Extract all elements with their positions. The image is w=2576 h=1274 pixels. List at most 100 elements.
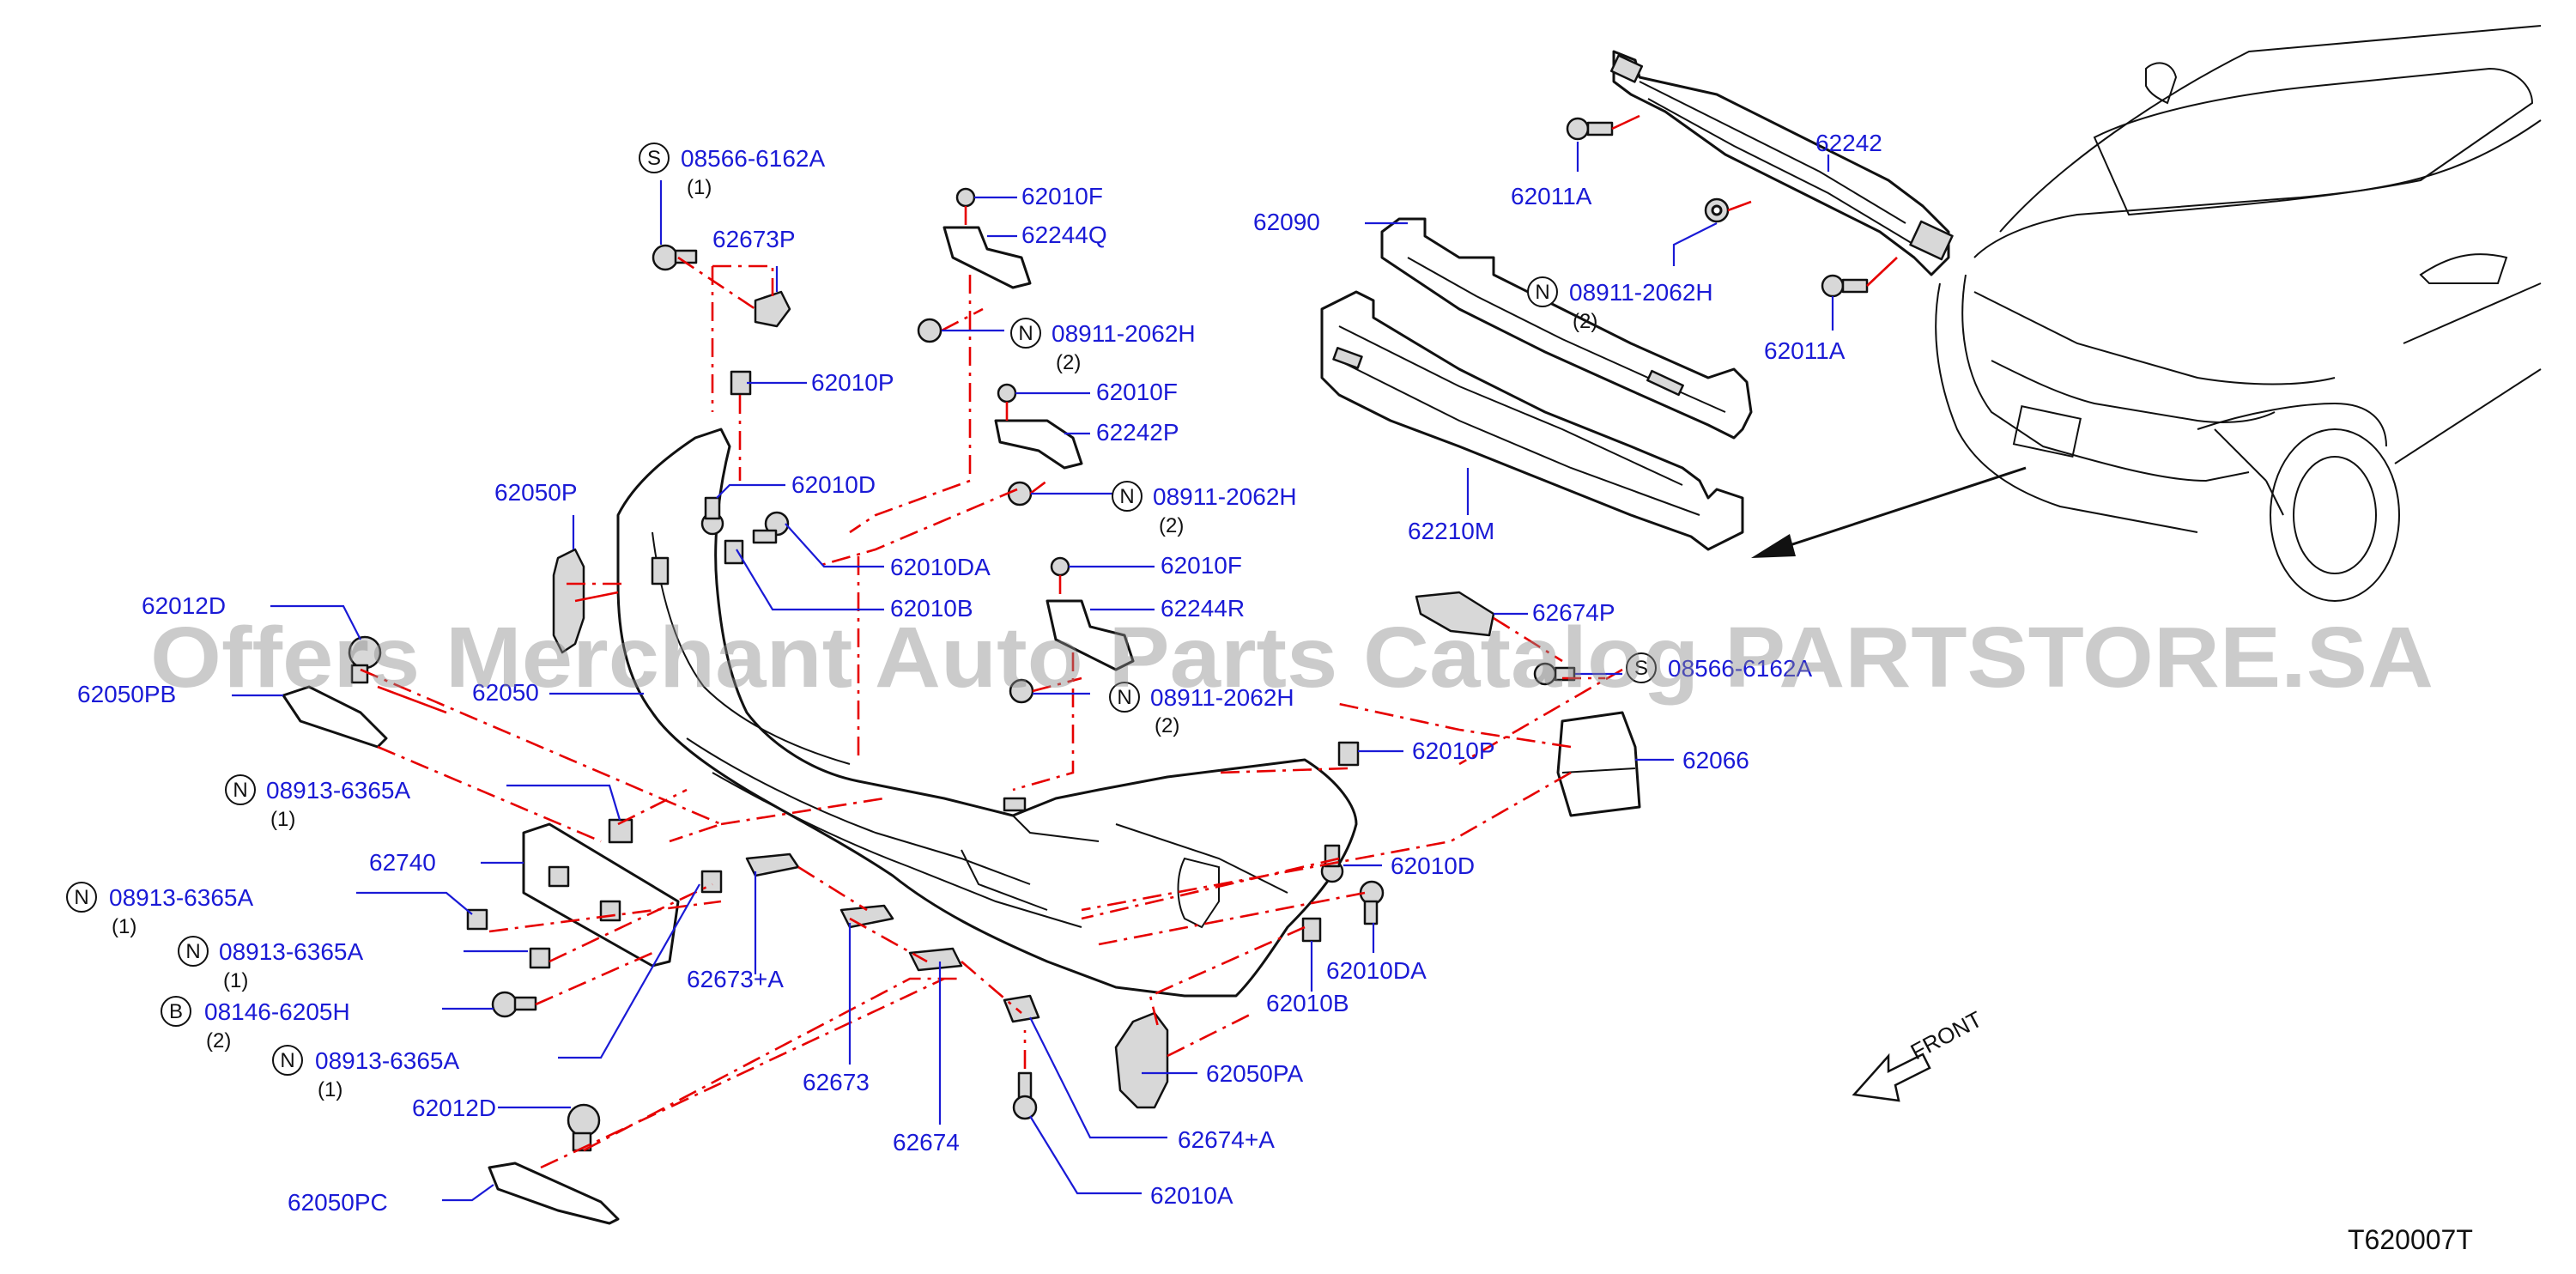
callout-62010B-left: 62010B xyxy=(890,595,973,622)
clip-62010B-right xyxy=(1301,917,1322,943)
callout-62010D-right: 62010D xyxy=(1391,852,1475,879)
bolt-08566-right xyxy=(1533,662,1576,686)
front-direction-indicator: FRONT xyxy=(1852,1006,1986,1102)
callout-labels: S 08566-6162A (1) 62673P 62010F 62244Q N… xyxy=(66,130,1882,1216)
callout-62010P-right: 62010P xyxy=(1412,737,1495,764)
callout-prefix: S xyxy=(647,147,661,170)
bracket-62242P xyxy=(994,419,1083,470)
callout-qty: (2) xyxy=(1056,351,1081,374)
absorber-62090 xyxy=(1380,217,1753,440)
callout-62050P: 62050P xyxy=(494,479,578,506)
bracket-62244R xyxy=(1046,599,1135,671)
callout-62090: 62090 xyxy=(1253,209,1320,235)
callout-62010D-left: 62010D xyxy=(791,471,876,498)
clip-62010F-1 xyxy=(955,187,976,208)
callout-62011A-upper: 62011A xyxy=(1511,183,1592,209)
clip-08913-2 xyxy=(466,908,488,931)
callout-62673A: 62673+A xyxy=(687,966,784,992)
callout-08911-2062H-2: 08911-2062H xyxy=(1153,483,1297,510)
clip-08913-3 xyxy=(529,947,551,969)
callout-62010P-left: 62010P xyxy=(811,369,894,396)
clip-62010D-left xyxy=(700,496,724,536)
callout-08566-6162A-right: 08566-6162A xyxy=(1668,655,1812,682)
callout-prefix: N xyxy=(233,779,247,802)
bolt-62010DA-left xyxy=(752,511,790,544)
callout-08146-6205H: 08146-6205H xyxy=(204,998,350,1025)
callout-08566-6162A-left: 08566-6162A xyxy=(681,145,825,172)
clip-62010B-left xyxy=(724,539,744,565)
callout-qty: (2) xyxy=(206,1029,231,1053)
callout-62244R: 62244R xyxy=(1161,595,1245,622)
nut-08911-1 xyxy=(917,318,943,343)
bracket-62674P xyxy=(1415,591,1495,637)
callout-62674: 62674 xyxy=(893,1129,960,1156)
callout-62010F-3: 62010F xyxy=(1161,552,1242,579)
clip-62010P-right xyxy=(1337,741,1360,767)
callout-62010DA-left: 62010DA xyxy=(890,554,991,580)
clip-62010D-right xyxy=(1320,844,1344,883)
callout-prefix: N xyxy=(1117,686,1131,709)
callout-qty: (2) xyxy=(1573,310,1597,333)
callout-62050PB: 62050PB xyxy=(77,681,176,707)
callout-62740: 62740 xyxy=(369,849,436,876)
leader-lines xyxy=(232,142,1834,1202)
callout-prefix: N xyxy=(185,940,200,963)
nut-08911-upper-right xyxy=(1704,197,1730,223)
assembly-lines xyxy=(360,206,1623,1169)
callout-08911-2062H-4: 08911-2062H xyxy=(1569,279,1713,306)
callout-62010F-2: 62010F xyxy=(1096,379,1178,405)
callout-prefix: N xyxy=(280,1049,294,1072)
clip-08913-4 xyxy=(700,870,723,894)
callout-62012D-upper: 62012D xyxy=(142,592,226,619)
callout-62210M: 62210M xyxy=(1408,518,1494,544)
callout-62050PA: 62050PA xyxy=(1206,1060,1303,1087)
callout-08913-6365A-4: 08913-6365A xyxy=(315,1047,459,1074)
bracket-62244Q xyxy=(943,226,1032,289)
callout-prefix: N xyxy=(1119,485,1134,508)
callout-62050PC: 62050PC xyxy=(288,1189,388,1216)
reinforcement-62242 xyxy=(1609,50,1954,276)
callout-qty: (1) xyxy=(112,915,136,938)
callout-62010B-right: 62010B xyxy=(1266,990,1349,1016)
callout-qty: (2) xyxy=(1155,714,1179,737)
callout-qty: (1) xyxy=(318,1078,342,1101)
side-bracket-62050P xyxy=(552,548,585,654)
callout-62066: 62066 xyxy=(1682,747,1749,774)
callout-prefix: N xyxy=(74,886,88,909)
callout-62050: 62050 xyxy=(472,679,539,706)
absorber-62066 xyxy=(1556,711,1641,817)
trim-62050PC xyxy=(488,1162,620,1225)
clip-62012D-upper xyxy=(348,635,382,684)
bolt-62010DA-right xyxy=(1359,880,1385,925)
car-to-parts-arrow xyxy=(1751,466,2027,558)
callout-qty: (1) xyxy=(687,176,712,199)
vehicle-illustration xyxy=(1935,25,2542,602)
bolt-62010A xyxy=(1012,1071,1038,1120)
callout-62673: 62673 xyxy=(803,1069,870,1095)
callout-08913-6365A-2: 08913-6365A xyxy=(109,884,253,911)
callout-62010F-1: 62010F xyxy=(1021,183,1103,209)
callout-62012D-lower: 62012D xyxy=(412,1095,496,1121)
callout-62673P: 62673P xyxy=(712,226,796,252)
diagram-code: T620007T xyxy=(2348,1224,2473,1255)
callout-08913-6365A-1: 08913-6365A xyxy=(266,777,410,804)
clip-62673P xyxy=(754,290,791,328)
callout-62010DA-right: 62010DA xyxy=(1326,957,1427,984)
bolt-62011A-upper xyxy=(1566,117,1614,141)
reinforcement-62210M xyxy=(1320,290,1744,551)
bolt-08146 xyxy=(491,991,537,1018)
callout-08911-2062H-3: 08911-2062H xyxy=(1150,684,1294,711)
callout-08913-6365A-3: 08913-6365A xyxy=(219,938,363,965)
nut-08911-2 xyxy=(1007,481,1033,507)
bumper-fascia-62050 xyxy=(616,428,1358,998)
callout-qty: (1) xyxy=(223,969,248,992)
trim-62050PB xyxy=(282,685,388,749)
callout-62674A: 62674+A xyxy=(1178,1126,1275,1153)
callout-62244Q: 62244Q xyxy=(1021,221,1107,248)
front-label: FRONT xyxy=(1906,1006,1986,1065)
callout-prefix: S xyxy=(1634,657,1648,680)
license-bracket-62740 xyxy=(522,822,680,968)
callout-08911-2062H-1: 08911-2062H xyxy=(1052,320,1196,347)
clip-62010F-2 xyxy=(997,383,1017,403)
